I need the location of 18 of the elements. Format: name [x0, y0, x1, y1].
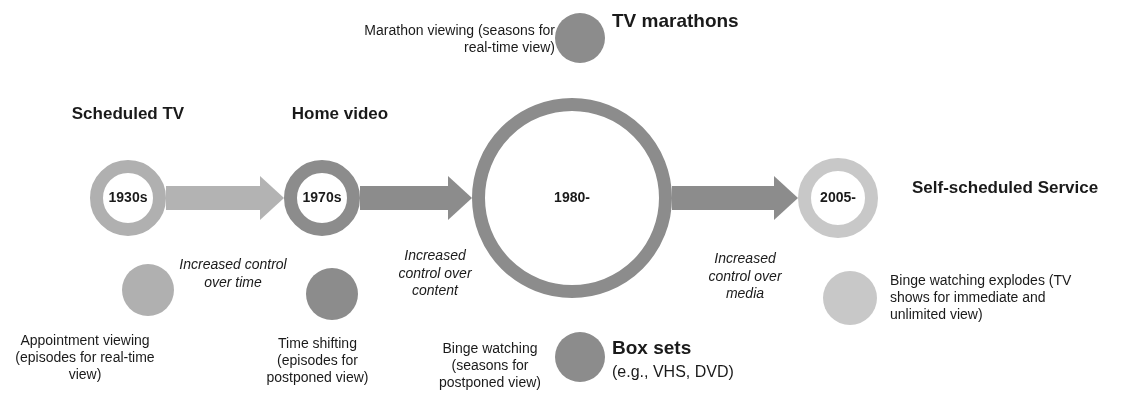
viewing-description: Binge watching explodes (TV shows for immediate and unlimited view)	[890, 272, 1073, 323]
viewing-description: Appointment viewing (episodes for real-time view)	[15, 332, 155, 383]
viewing-description: Marathon viewing (seasons for real-time view)	[363, 22, 555, 56]
arrow	[360, 176, 472, 220]
year-label: 1930s	[107, 189, 149, 206]
era-heading: Box sets	[612, 337, 693, 360]
era-heading: TV marathons	[612, 10, 740, 33]
era-heading: Scheduled TV	[70, 104, 186, 125]
viewing-description: Time shifting (episodes for postponed view)	[265, 335, 370, 386]
viewing-description: Binge watching (seasons for postponed view)	[438, 340, 542, 391]
example-note: (e.g., VHS, DVD)	[612, 362, 735, 382]
year-label: 2005-	[819, 189, 857, 206]
era-heading: Self-scheduled Service	[912, 178, 1100, 199]
year-label: 1970s	[301, 189, 343, 206]
year-label: 1980-	[553, 189, 591, 206]
era-heading: Home video	[290, 104, 390, 125]
arrow	[166, 176, 284, 220]
arrow	[672, 176, 798, 220]
